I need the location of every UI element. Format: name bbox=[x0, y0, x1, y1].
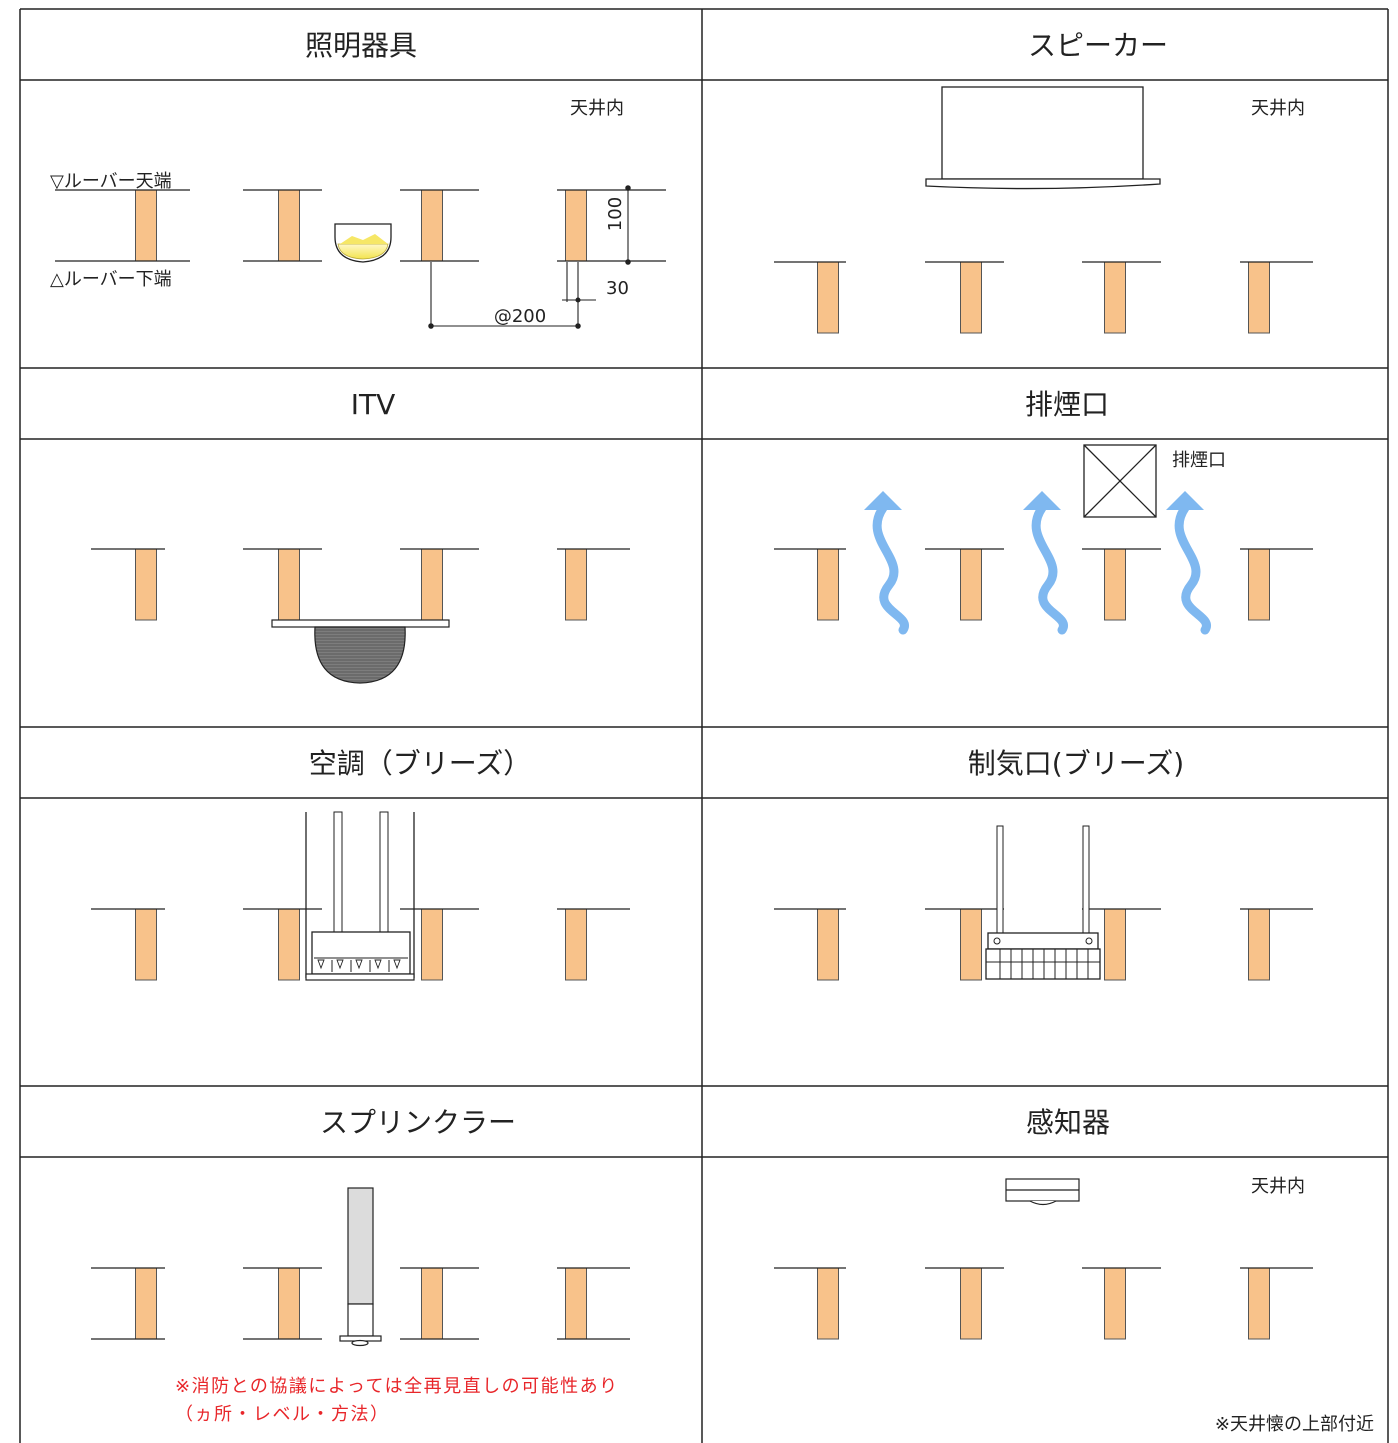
louver-blade bbox=[817, 908, 839, 981]
louver-blade bbox=[278, 908, 300, 981]
lighting-cell: 天井内 ▽ルーバー天端 △ルーバー下端 100 30 @200 bbox=[50, 98, 631, 329]
louver-blade bbox=[421, 908, 443, 981]
smoke-vent-icon bbox=[1083, 444, 1157, 518]
louver-blade bbox=[565, 548, 587, 621]
dimension-height: 100 bbox=[605, 197, 626, 231]
louver-blade bbox=[278, 548, 300, 621]
louver-blade bbox=[1248, 908, 1270, 981]
ceiling-label: 天井内 bbox=[1251, 98, 1305, 119]
louver-blade bbox=[1104, 1267, 1126, 1340]
speaker-cell: 天井内 bbox=[925, 86, 1305, 190]
light-fixture-icon bbox=[334, 223, 392, 263]
louver-blade bbox=[1104, 548, 1126, 621]
louver-blade bbox=[135, 1267, 157, 1340]
smoke-vent-cell: 排煙口 bbox=[864, 444, 1226, 635]
dimension-offset: 30 bbox=[606, 278, 629, 299]
louver-blade bbox=[421, 1267, 443, 1340]
hanger-rod bbox=[996, 825, 1090, 937]
louver-blade bbox=[1104, 261, 1126, 334]
itv-cell bbox=[271, 619, 450, 684]
louver-blade bbox=[565, 189, 587, 262]
detector-cell: 天井内 ※天井懐の上部付近 bbox=[1005, 1176, 1374, 1435]
louver-blade bbox=[278, 1267, 300, 1340]
louver-blade bbox=[817, 261, 839, 334]
damper-breeze-cell bbox=[985, 825, 1101, 980]
table-grid bbox=[19, 8, 1389, 1443]
smoke-vent-title: 排煙口 bbox=[1025, 388, 1109, 421]
smoke-vent-label: 排煙口 bbox=[1172, 450, 1226, 471]
dimension-lines bbox=[428, 185, 631, 329]
hvac-unit-icon bbox=[305, 931, 415, 981]
louver-blade bbox=[135, 548, 157, 621]
airflow-arrow-icon bbox=[864, 491, 909, 635]
ceiling-label: 天井内 bbox=[1251, 1176, 1305, 1197]
damper-breeze-title: 制気口(ブリーズ) bbox=[968, 747, 1184, 780]
louver-blade bbox=[1248, 1267, 1270, 1340]
louver-blade bbox=[817, 1267, 839, 1340]
hanger-rod bbox=[333, 811, 389, 933]
sprinkler-cell: ※消防との協議によっては全再見直しの可能性あり （ヵ所・レベル・方法） bbox=[175, 1187, 619, 1425]
sprinkler-icon bbox=[339, 1187, 382, 1347]
louver-blade bbox=[421, 548, 443, 621]
detector-title: 感知器 bbox=[1026, 1106, 1110, 1139]
louver-blade bbox=[135, 908, 157, 981]
dimension-pitch: @200 bbox=[494, 306, 546, 327]
louver-blade bbox=[421, 189, 443, 262]
louver-blade bbox=[278, 189, 300, 262]
airflow-arrows bbox=[864, 491, 1211, 635]
detector-footnote: ※天井懐の上部付近 bbox=[1215, 1414, 1374, 1435]
sprinkler-note-line1: ※消防との協議によっては全再見直しの可能性あり bbox=[175, 1376, 619, 1397]
detector-icon bbox=[1005, 1178, 1080, 1206]
louver-blade bbox=[960, 261, 982, 334]
louver-layer bbox=[91, 189, 1313, 1340]
airflow-arrow-icon bbox=[1166, 491, 1211, 635]
speaker-icon bbox=[925, 86, 1161, 190]
sprinkler-note-line2: （ヵ所・レベル・方法） bbox=[175, 1404, 390, 1425]
louver-blade bbox=[565, 1267, 587, 1340]
louver-blade bbox=[960, 1267, 982, 1340]
louver-blade bbox=[960, 908, 982, 981]
louver-blade bbox=[960, 548, 982, 621]
airflow-arrow-icon bbox=[1023, 491, 1068, 635]
ceiling-label: 天井内 bbox=[570, 98, 624, 119]
louver-blade bbox=[1248, 548, 1270, 621]
louver-bottom-label: △ルーバー下端 bbox=[50, 269, 172, 290]
louver-blade bbox=[565, 908, 587, 981]
louver-blade bbox=[1248, 261, 1270, 334]
louver-blade bbox=[135, 189, 157, 262]
louver-top-label: ▽ルーバー天端 bbox=[50, 171, 172, 192]
sprinkler-title: スプリンクラー bbox=[320, 1106, 516, 1139]
louver-blade bbox=[817, 548, 839, 621]
camera-icon bbox=[271, 619, 450, 684]
speaker-title: スピーカー bbox=[1028, 29, 1168, 62]
damper-unit-icon bbox=[985, 932, 1101, 980]
hvac-breeze-cell bbox=[305, 811, 415, 981]
hvac-breeze-title: 空調（ブリーズ） bbox=[309, 747, 532, 780]
lighting-title: 照明器具 bbox=[305, 29, 417, 62]
itv-title: ITV bbox=[351, 388, 396, 421]
louver-blade bbox=[1104, 908, 1126, 981]
